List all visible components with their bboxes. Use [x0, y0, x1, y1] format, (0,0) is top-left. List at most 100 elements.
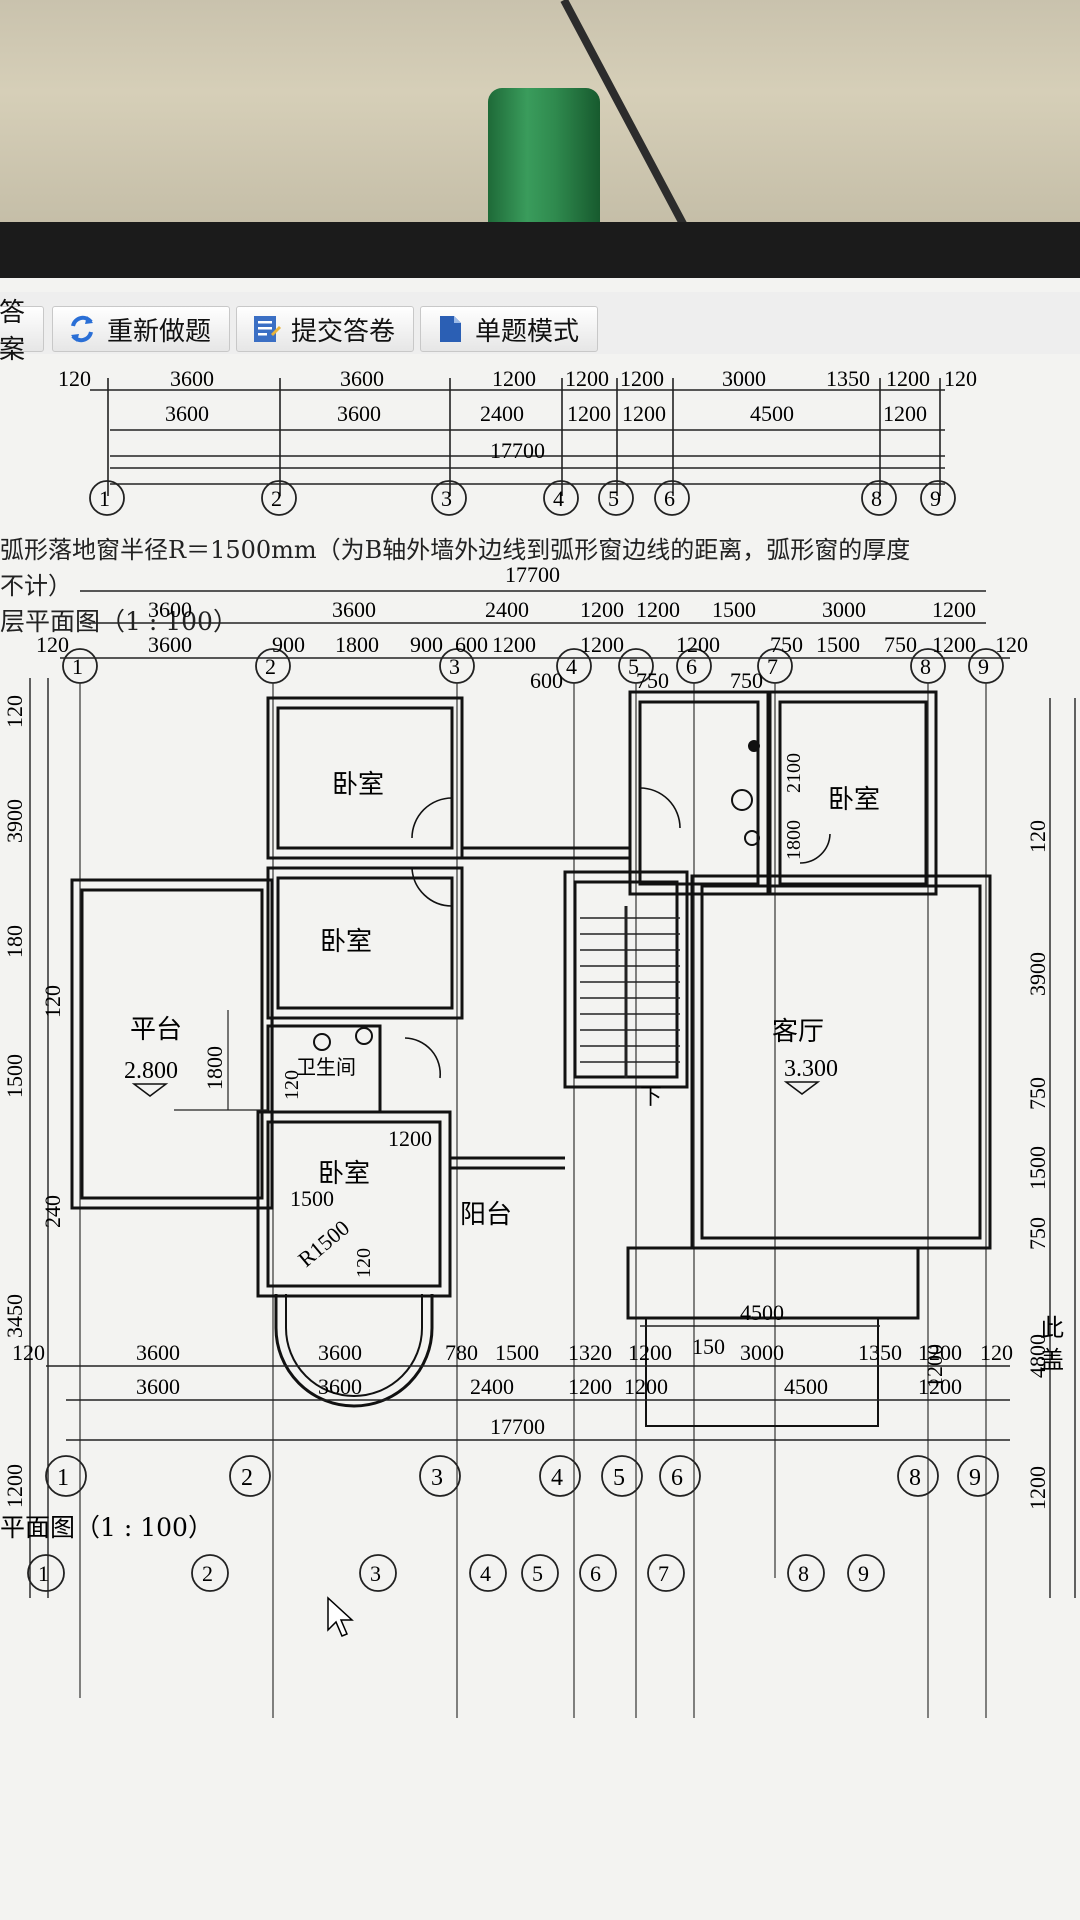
left-dim-7: 1200 [2, 1464, 27, 1508]
single-mode-button[interactable]: 单题模式 [420, 306, 598, 352]
l-axis-2: 2 [202, 1561, 213, 1586]
room-living: 客厅 [772, 1017, 824, 1047]
inner-dim-120a: 120 [281, 1070, 303, 1100]
top-axis-3: 3 [441, 486, 452, 511]
dim-b13: 120 [995, 632, 1028, 657]
bd-total: 17700 [490, 1414, 545, 1439]
refresh-icon [71, 315, 93, 343]
dim-b12: 1200 [932, 632, 976, 657]
top-r2-3: 1200 [567, 401, 611, 426]
axis-1: 1 [72, 654, 83, 679]
answer-button-label: 答案 [0, 298, 26, 365]
bd-a4: 1500 [495, 1340, 539, 1365]
dim-b6: 1200 [492, 632, 536, 657]
top-axis-1: 1 [99, 486, 110, 511]
b-axis-1: 1 [57, 1465, 69, 1491]
axis-lines [79, 683, 987, 1718]
inner-dim-1200: 1200 [388, 1126, 432, 1151]
bd-b0: 3600 [136, 1374, 180, 1399]
top-r2-6: 1200 [883, 401, 927, 426]
top-r2-2: 2400 [480, 401, 524, 426]
top-r1-1: 3600 [170, 366, 214, 391]
b-axis-6: 6 [671, 1465, 683, 1491]
dim-b10: 1500 [816, 632, 860, 657]
door-swings [404, 787, 831, 1079]
top-axis-8: 8 [871, 486, 882, 511]
top-r2-5: 4500 [750, 401, 794, 426]
redo-button-label: 重新做题 [107, 316, 212, 347]
redo-button[interactable]: 重新做题 [52, 306, 230, 352]
room-bedroom-4: 卧室 [828, 785, 880, 815]
bottom-stair-span: 4500 [740, 1300, 784, 1325]
top-total: 17700 [490, 438, 545, 463]
room-platform: 平台 [130, 1015, 182, 1045]
upper-plan-title: 层平面图（1 : 100） [0, 607, 238, 636]
floor-plan-drawing: 120 3600 3600 1200 1200 1200 3000 1350 1… [0, 366, 1076, 1718]
left-dim-4: 240 [40, 1195, 65, 1228]
dim-b0: 120 [36, 632, 69, 657]
dim-a1: 3600 [332, 597, 376, 622]
lower-plan-title: 平面图（1 : 100） [0, 1513, 213, 1542]
axis-3: 3 [449, 654, 460, 679]
bd-a0: 120 [12, 1340, 45, 1365]
single-mode-button-label: 单题模式 [475, 316, 580, 347]
l-axis-6: 6 [590, 1561, 601, 1586]
cut-note-2: 盖 [1040, 1346, 1064, 1374]
l-axis-4: 4 [480, 1561, 491, 1586]
room-balcony: 阳台 [460, 1200, 512, 1230]
answer-button[interactable]: 答案 [0, 298, 44, 365]
green-bottle-cap [488, 88, 600, 228]
b-axis-4: 4 [551, 1465, 563, 1491]
room-toilet: 卫生间 [296, 1055, 356, 1079]
top-r2-0: 3600 [165, 401, 209, 426]
form-icon [254, 316, 281, 342]
b-axis-8: 8 [909, 1465, 921, 1491]
document-icon [440, 316, 461, 342]
dim-a0: 3600 [148, 597, 192, 622]
left-dim-5: 1500 [2, 1054, 27, 1098]
bd-a5: 1320 [568, 1340, 612, 1365]
bd-b4: 1200 [624, 1374, 668, 1399]
submit-button[interactable]: 提交答卷 [236, 306, 414, 352]
top-r1-5: 1200 [620, 366, 664, 391]
b-axis-5: 5 [613, 1465, 625, 1491]
dim-b1: 3600 [148, 632, 192, 657]
dim-a5: 1500 [712, 597, 756, 622]
inner-dim-2100: 2100 [783, 753, 805, 793]
b-axis-3: 3 [431, 1465, 443, 1491]
room-bedroom-1: 卧室 [332, 770, 384, 800]
top-axis-6: 6 [664, 486, 675, 511]
dim-c1: 750 [636, 668, 669, 693]
top-axis-9: 9 [930, 486, 941, 511]
dim-c0: 600 [530, 668, 563, 693]
inner-dim-1800b: 1800 [783, 820, 805, 860]
bd-a3: 780 [445, 1340, 478, 1365]
room-bedroom-3: 卧室 [318, 1159, 370, 1189]
right-dim-0: 120 [1025, 820, 1050, 853]
top-r2-1: 3600 [337, 401, 381, 426]
dim-b2: 900 [272, 632, 305, 657]
top-r1-7: 1350 [826, 366, 870, 391]
dim-b11: 750 [884, 632, 917, 657]
note-line-2: 不计） [0, 572, 72, 600]
dim-total: 17700 [505, 562, 560, 587]
bd-a9: 1350 [858, 1340, 902, 1365]
left-dim-1: 3900 [2, 799, 27, 843]
right-dim-6: 1200 [1025, 1466, 1050, 1510]
stair-treads [580, 906, 680, 1078]
left-dim-6: 3450 [2, 1294, 27, 1338]
bd-b5: 4500 [784, 1374, 828, 1399]
axis-4: 4 [566, 654, 577, 679]
bd-a1: 3600 [136, 1340, 180, 1365]
dim-a6: 3000 [822, 597, 866, 622]
l-axis-8: 8 [798, 1561, 809, 1586]
top-r1-4: 1200 [565, 366, 609, 391]
top-dim-lines [90, 378, 945, 496]
inner-dim-120b: 120 [353, 1248, 375, 1278]
room-bedroom-2: 卧室 [320, 927, 372, 957]
axis-7: 7 [767, 654, 778, 679]
bd-a10: 1200 [918, 1340, 962, 1365]
bd-a6: 1200 [628, 1340, 672, 1365]
top-r1-2: 3600 [340, 366, 384, 391]
dim-b5: 600 [455, 632, 488, 657]
